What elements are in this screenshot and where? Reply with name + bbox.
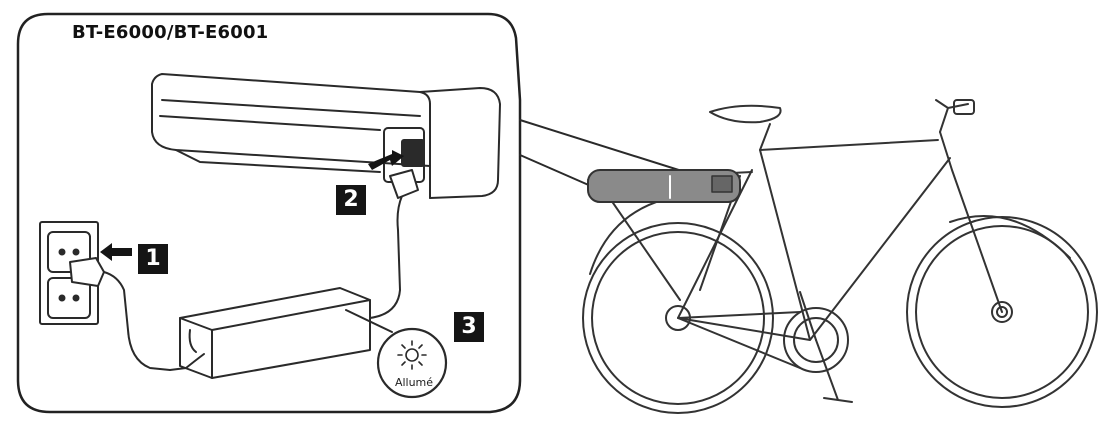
bike-handlebar [935, 99, 969, 133]
step-badge-1: 1 [138, 244, 168, 274]
step-badge-2: 2 [336, 185, 366, 215]
led-indicator [345, 309, 448, 399]
bike-battery [587, 169, 741, 203]
bicycle [582, 99, 1098, 414]
chainring [783, 307, 849, 373]
sun-icon [397, 340, 427, 370]
wall-plug [69, 257, 171, 371]
bike-frame [677, 139, 951, 341]
charger [169, 287, 371, 379]
plug-arrow-icon [100, 243, 132, 261]
rear-wheel [582, 222, 774, 414]
battery-plug-arrow-icon [368, 150, 404, 170]
model-label: BT-E6000/BT-E6001 [72, 22, 269, 43]
charger-cable [369, 195, 403, 319]
panel-frame [16, 12, 522, 414]
led-status-label: Allumé [394, 376, 434, 389]
step-badge-3: 3 [454, 312, 484, 342]
battery-plug [389, 169, 419, 199]
battery-pack [151, 73, 501, 199]
bike-saddle [709, 104, 782, 124]
